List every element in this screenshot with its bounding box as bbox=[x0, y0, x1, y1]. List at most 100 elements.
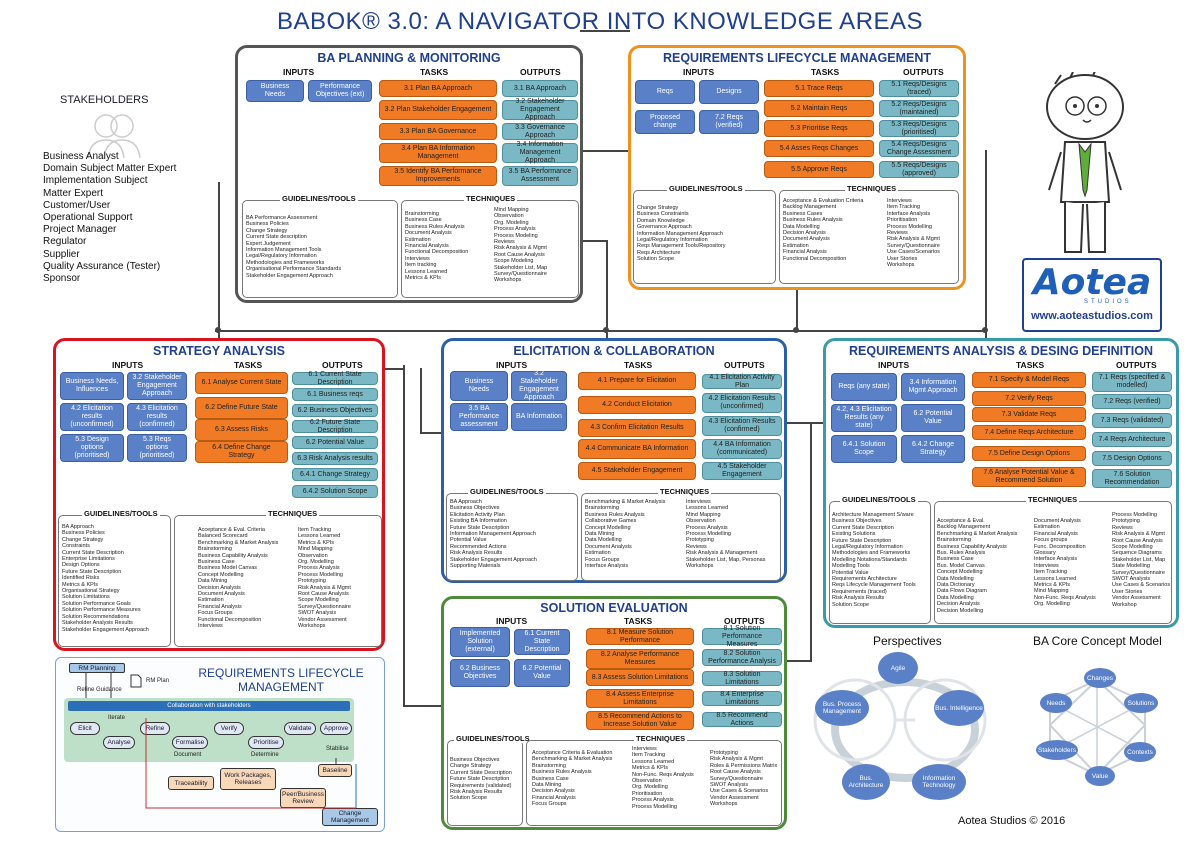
output-box[interactable]: 4.5 Stakeholder Engagement bbox=[702, 462, 782, 480]
aotea-logo[interactable]: Aotea STUDIOS www.aoteastudios.com bbox=[1022, 258, 1162, 332]
input-box[interactable]: 6.2 Potential Value bbox=[901, 404, 965, 432]
output-box[interactable]: 8.1 Solution Performance Measures bbox=[702, 625, 782, 648]
output-box[interactable]: 3.5 BA Performance Assessment bbox=[502, 166, 578, 186]
task-box[interactable]: 5.1 Trace Reqs bbox=[764, 80, 874, 97]
input-box[interactable]: BA Information bbox=[511, 403, 567, 431]
task-box[interactable]: 8.4 Assess Enterprise Limitations bbox=[586, 689, 694, 708]
perspective-agile[interactable]: Agile bbox=[878, 652, 918, 684]
perspective-bpm[interactable]: Bus. Process Management bbox=[815, 690, 869, 726]
input-box[interactable]: 7.2 Reqs (verified) bbox=[699, 110, 759, 134]
step-prioritise[interactable]: Prioritise bbox=[248, 736, 284, 749]
input-box[interactable]: 4.2, 4.3 Elicitation Results (any state) bbox=[831, 404, 897, 432]
input-box[interactable]: 5.3 Reqs options (prioritised) bbox=[127, 434, 187, 462]
task-box[interactable]: 7.3 Validate Reqs bbox=[972, 407, 1086, 422]
output-box[interactable]: 4.2 Elicitation Results (unconfirmed) bbox=[702, 393, 782, 413]
output-box[interactable]: 3.4 Information Management Approach bbox=[502, 141, 578, 164]
perspective-bi[interactable]: Bus. Intelligence bbox=[934, 690, 984, 726]
output-box[interactable]: 7.2 Reqs (verified) bbox=[1092, 394, 1172, 409]
input-box[interactable]: 6.4.2 Change Strategy bbox=[901, 435, 965, 463]
task-box[interactable]: 4.4 Communicate BA Information bbox=[578, 439, 696, 459]
perspective-it[interactable]: Information Technology bbox=[912, 764, 966, 800]
input-box[interactable]: 3.2 Stakeholder Engagement Approach bbox=[127, 372, 187, 400]
input-box[interactable]: 6.2 Business Objectives bbox=[450, 659, 510, 687]
output-box[interactable]: 5.4 Reqs/Designs Change Assessment bbox=[879, 140, 959, 157]
output-box[interactable]: 5.1 Reqs/Designs (traced) bbox=[879, 80, 959, 97]
task-box[interactable]: 5.5 Approve Reqs bbox=[764, 161, 874, 178]
task-box[interactable]: 6.1 Analyse Current State bbox=[195, 372, 288, 394]
output-box[interactable]: 7.3 Reqs (validated) bbox=[1092, 413, 1172, 428]
input-box[interactable]: Business Needs bbox=[246, 80, 304, 102]
output-box[interactable]: 6.4.2 Solution Scope bbox=[292, 485, 378, 498]
concept-needs[interactable]: Needs bbox=[1040, 693, 1072, 713]
task-box[interactable]: 6.2 Define Future State bbox=[195, 397, 288, 419]
output-box[interactable]: 7.1 Reqs (specified & modelled) bbox=[1092, 372, 1172, 392]
step-refine[interactable]: Refine bbox=[140, 722, 170, 735]
peer-review-box[interactable]: Peer/Business Review bbox=[280, 788, 326, 808]
step-approve[interactable]: Approve bbox=[320, 722, 352, 735]
output-box[interactable]: 4.4 BA Information (communicated) bbox=[702, 439, 782, 459]
traceability-box[interactable]: Traceability bbox=[168, 776, 214, 790]
input-box[interactable]: Reqs bbox=[635, 80, 695, 104]
input-box[interactable]: 4.3 Elicitation results (confirmed) bbox=[127, 403, 187, 431]
task-box[interactable]: 3.3 Plan BA Governance bbox=[379, 123, 497, 140]
output-box[interactable]: 8.3 Solution Limitations bbox=[702, 671, 782, 686]
output-box[interactable]: 8.5 Recommend Actions bbox=[702, 712, 782, 727]
output-box[interactable]: 8.4 Enterprise Limitations bbox=[702, 691, 782, 706]
input-box[interactable]: Performance Objectives (ext) bbox=[308, 80, 372, 102]
output-box[interactable]: 5.3 Reqs/Designs (prioritised) bbox=[879, 120, 959, 137]
concept-value[interactable]: Value bbox=[1085, 766, 1115, 786]
output-box[interactable]: 3.2 Stakeholder Engagement Approach bbox=[502, 98, 578, 121]
baseline-box[interactable]: Baseline bbox=[318, 764, 352, 777]
concept-contexts[interactable]: Contexts bbox=[1124, 742, 1156, 762]
task-box[interactable]: 3.2 Plan Stakeholder Engagement bbox=[379, 100, 497, 120]
output-box[interactable]: 6.2 Future State Description bbox=[292, 419, 378, 434]
task-box[interactable]: 6.4 Define Change Strategy bbox=[195, 441, 288, 463]
output-box[interactable]: 7.5 Design Options bbox=[1092, 451, 1172, 466]
input-box[interactable]: 3.5 BA Performance assessment bbox=[450, 403, 508, 431]
output-box[interactable]: 6.1 Business reqs bbox=[292, 388, 378, 401]
task-box[interactable]: 7.2 Verify Reqs bbox=[972, 391, 1086, 406]
step-elicit[interactable]: Elicit bbox=[70, 722, 100, 735]
task-box[interactable]: 8.2 Analyse Performance Measures bbox=[586, 649, 694, 669]
task-box[interactable]: 5.3 Prioritise Reqs bbox=[764, 120, 874, 137]
output-box[interactable]: 3.1 BA Approach bbox=[502, 80, 578, 97]
input-box[interactable]: 4.2 Elicitation results (unconfirmed) bbox=[60, 403, 124, 431]
input-box[interactable]: 6.4.1 Solution Scope bbox=[831, 435, 897, 463]
task-box[interactable]: 8.1 Measure Solution Performance bbox=[586, 628, 694, 645]
output-box[interactable]: 7.4 Reqs Architecture bbox=[1092, 432, 1172, 447]
input-box[interactable]: Designs bbox=[699, 80, 759, 104]
task-box[interactable]: 5.4 Asses Reqs Changes bbox=[764, 140, 874, 157]
task-box[interactable]: 3.5 Identify BA Performance Improvements bbox=[379, 166, 497, 186]
concept-changes[interactable]: Changes bbox=[1084, 668, 1116, 688]
output-box[interactable]: 4.3 Elicitation Results (confirmed) bbox=[702, 416, 782, 436]
task-box[interactable]: 8.5 Recommend Actions to Increase Soluti… bbox=[586, 711, 694, 730]
step-verify[interactable]: Verify bbox=[214, 722, 244, 735]
task-box[interactable]: 8.3 Assess Solution Limitations bbox=[586, 669, 694, 686]
output-box[interactable]: 6.1 Current State Description bbox=[292, 371, 378, 386]
rm-planning-box[interactable]: RM Planning bbox=[69, 663, 125, 673]
output-box[interactable]: 6.2 Business Objectives bbox=[292, 404, 378, 417]
input-box[interactable]: 6.1 Current State Description bbox=[514, 629, 570, 655]
output-box[interactable]: 5.2 Reqs/Designs (maintained) bbox=[879, 100, 959, 117]
step-validate[interactable]: Validate bbox=[284, 722, 316, 735]
output-box[interactable]: 4.1 Elicitation Activity Plan bbox=[702, 374, 782, 389]
input-box[interactable]: 5.3 Design options (prioritised) bbox=[60, 434, 124, 462]
task-box[interactable]: 3.4 Plan BA Information Management bbox=[379, 143, 497, 163]
step-formalise[interactable]: Formalise bbox=[172, 736, 208, 749]
input-box[interactable]: Proposed change bbox=[635, 110, 695, 134]
input-box[interactable]: Reqs (any state) bbox=[831, 373, 897, 401]
input-box[interactable]: 6.2 Potential Value bbox=[514, 659, 570, 687]
output-box[interactable]: 6.4.1 Change Strategy bbox=[292, 468, 378, 481]
work-packages-box[interactable]: Work Packages, Releases bbox=[220, 768, 276, 790]
concept-stakeholders[interactable]: Stakeholders bbox=[1036, 740, 1078, 760]
task-box[interactable]: 7.5 Define Design Options bbox=[972, 446, 1086, 461]
output-box[interactable]: 7.6 Solution Recommendation bbox=[1092, 469, 1172, 488]
output-box[interactable]: 3.3 Governance Approach bbox=[502, 123, 578, 140]
task-box[interactable]: 6.3 Assess Risks bbox=[195, 419, 288, 441]
task-box[interactable]: 5.2 Maintain Reqs bbox=[764, 100, 874, 117]
output-box[interactable]: 6.2 Potential Value bbox=[292, 436, 378, 449]
input-box[interactable]: Implemented Solution (external) bbox=[450, 627, 510, 657]
input-box[interactable]: Business Needs bbox=[450, 371, 508, 401]
input-box[interactable]: 3.2 Stakeholder Engagement Approach bbox=[511, 370, 567, 401]
output-box[interactable]: 6.3 Risk Analysis results bbox=[292, 452, 378, 465]
